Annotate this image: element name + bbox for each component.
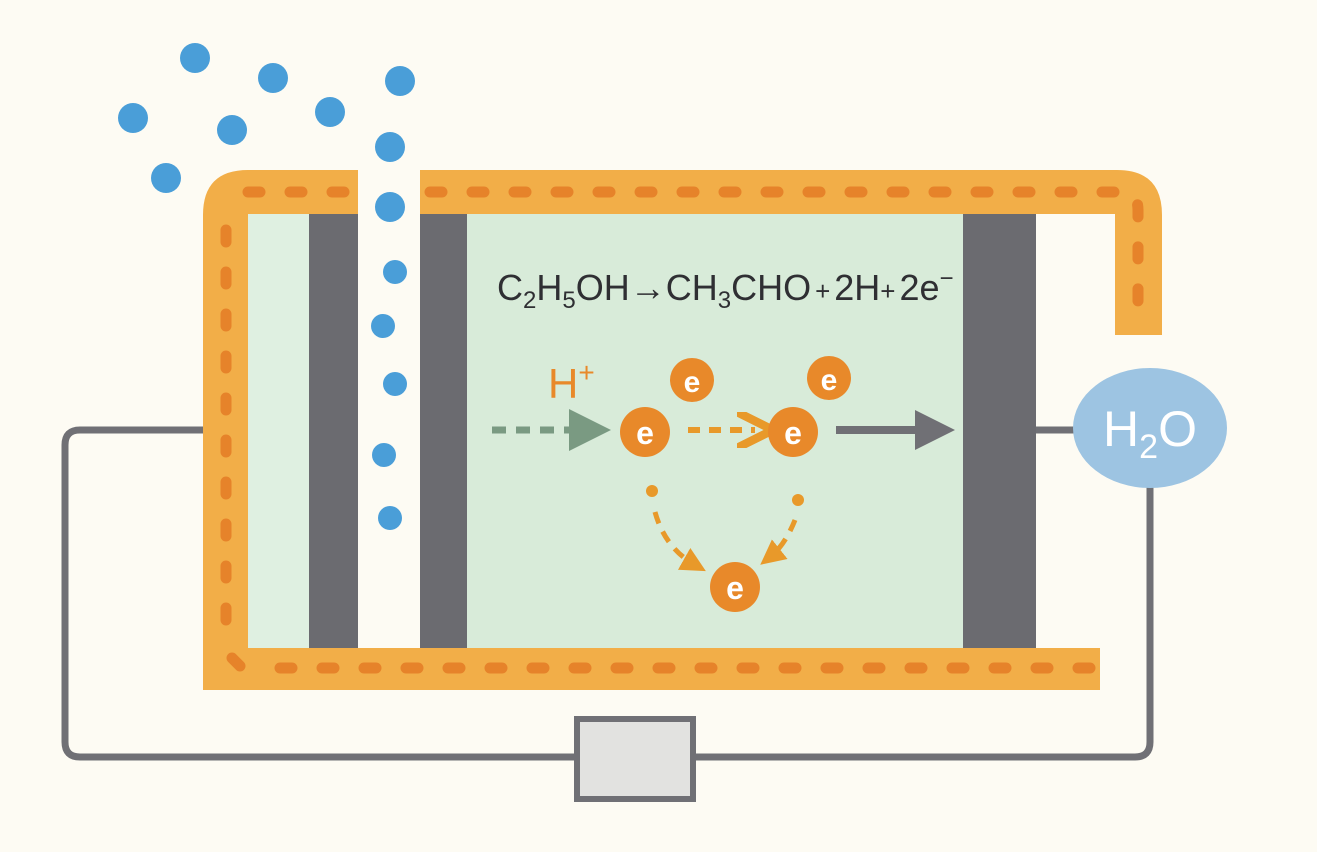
fuel-channel — [358, 170, 420, 648]
path-dot — [646, 485, 658, 497]
anode-chamber — [246, 212, 310, 650]
cathode-electrode — [963, 214, 1036, 648]
electron: e — [670, 358, 714, 402]
reaction-equation: C2H5OH→CH3CHO+2H+2e− — [497, 265, 954, 314]
curved-arrow-left — [652, 511, 706, 572]
svg-text:e: e — [636, 415, 654, 451]
molecule — [151, 163, 181, 193]
proton-label: H+ — [548, 357, 595, 407]
water-product: H2O — [1073, 368, 1227, 488]
molecule — [375, 192, 405, 222]
fuel-molecules — [118, 43, 415, 530]
molecule — [315, 97, 345, 127]
svg-text:e: e — [821, 364, 838, 397]
molecule — [372, 443, 396, 467]
electron: e — [620, 407, 670, 457]
curved-arrow-right — [760, 519, 798, 565]
electron: e — [710, 562, 760, 612]
svg-text:e: e — [784, 415, 802, 451]
molecule — [118, 103, 148, 133]
molecule — [378, 506, 402, 530]
anode-electrode-left — [309, 214, 358, 648]
molecule — [385, 66, 415, 96]
molecule — [258, 63, 288, 93]
svg-text:e: e — [726, 570, 744, 606]
svg-text:H2O: H2O — [1103, 401, 1197, 466]
cell-frame — [203, 170, 1162, 690]
molecule — [371, 314, 395, 338]
load-box — [574, 716, 696, 802]
electron: e — [807, 356, 851, 400]
svg-text:e: e — [684, 366, 701, 399]
external-circuit-wire — [61, 426, 1154, 761]
molecule — [383, 372, 407, 396]
molecule — [217, 115, 247, 145]
molecule — [383, 260, 407, 284]
anode-electrode-right — [420, 214, 467, 648]
molecule — [375, 132, 405, 162]
molecule — [180, 43, 210, 73]
path-dot — [792, 494, 804, 506]
electron: e — [768, 407, 818, 457]
frame-dashes — [220, 186, 1144, 674]
